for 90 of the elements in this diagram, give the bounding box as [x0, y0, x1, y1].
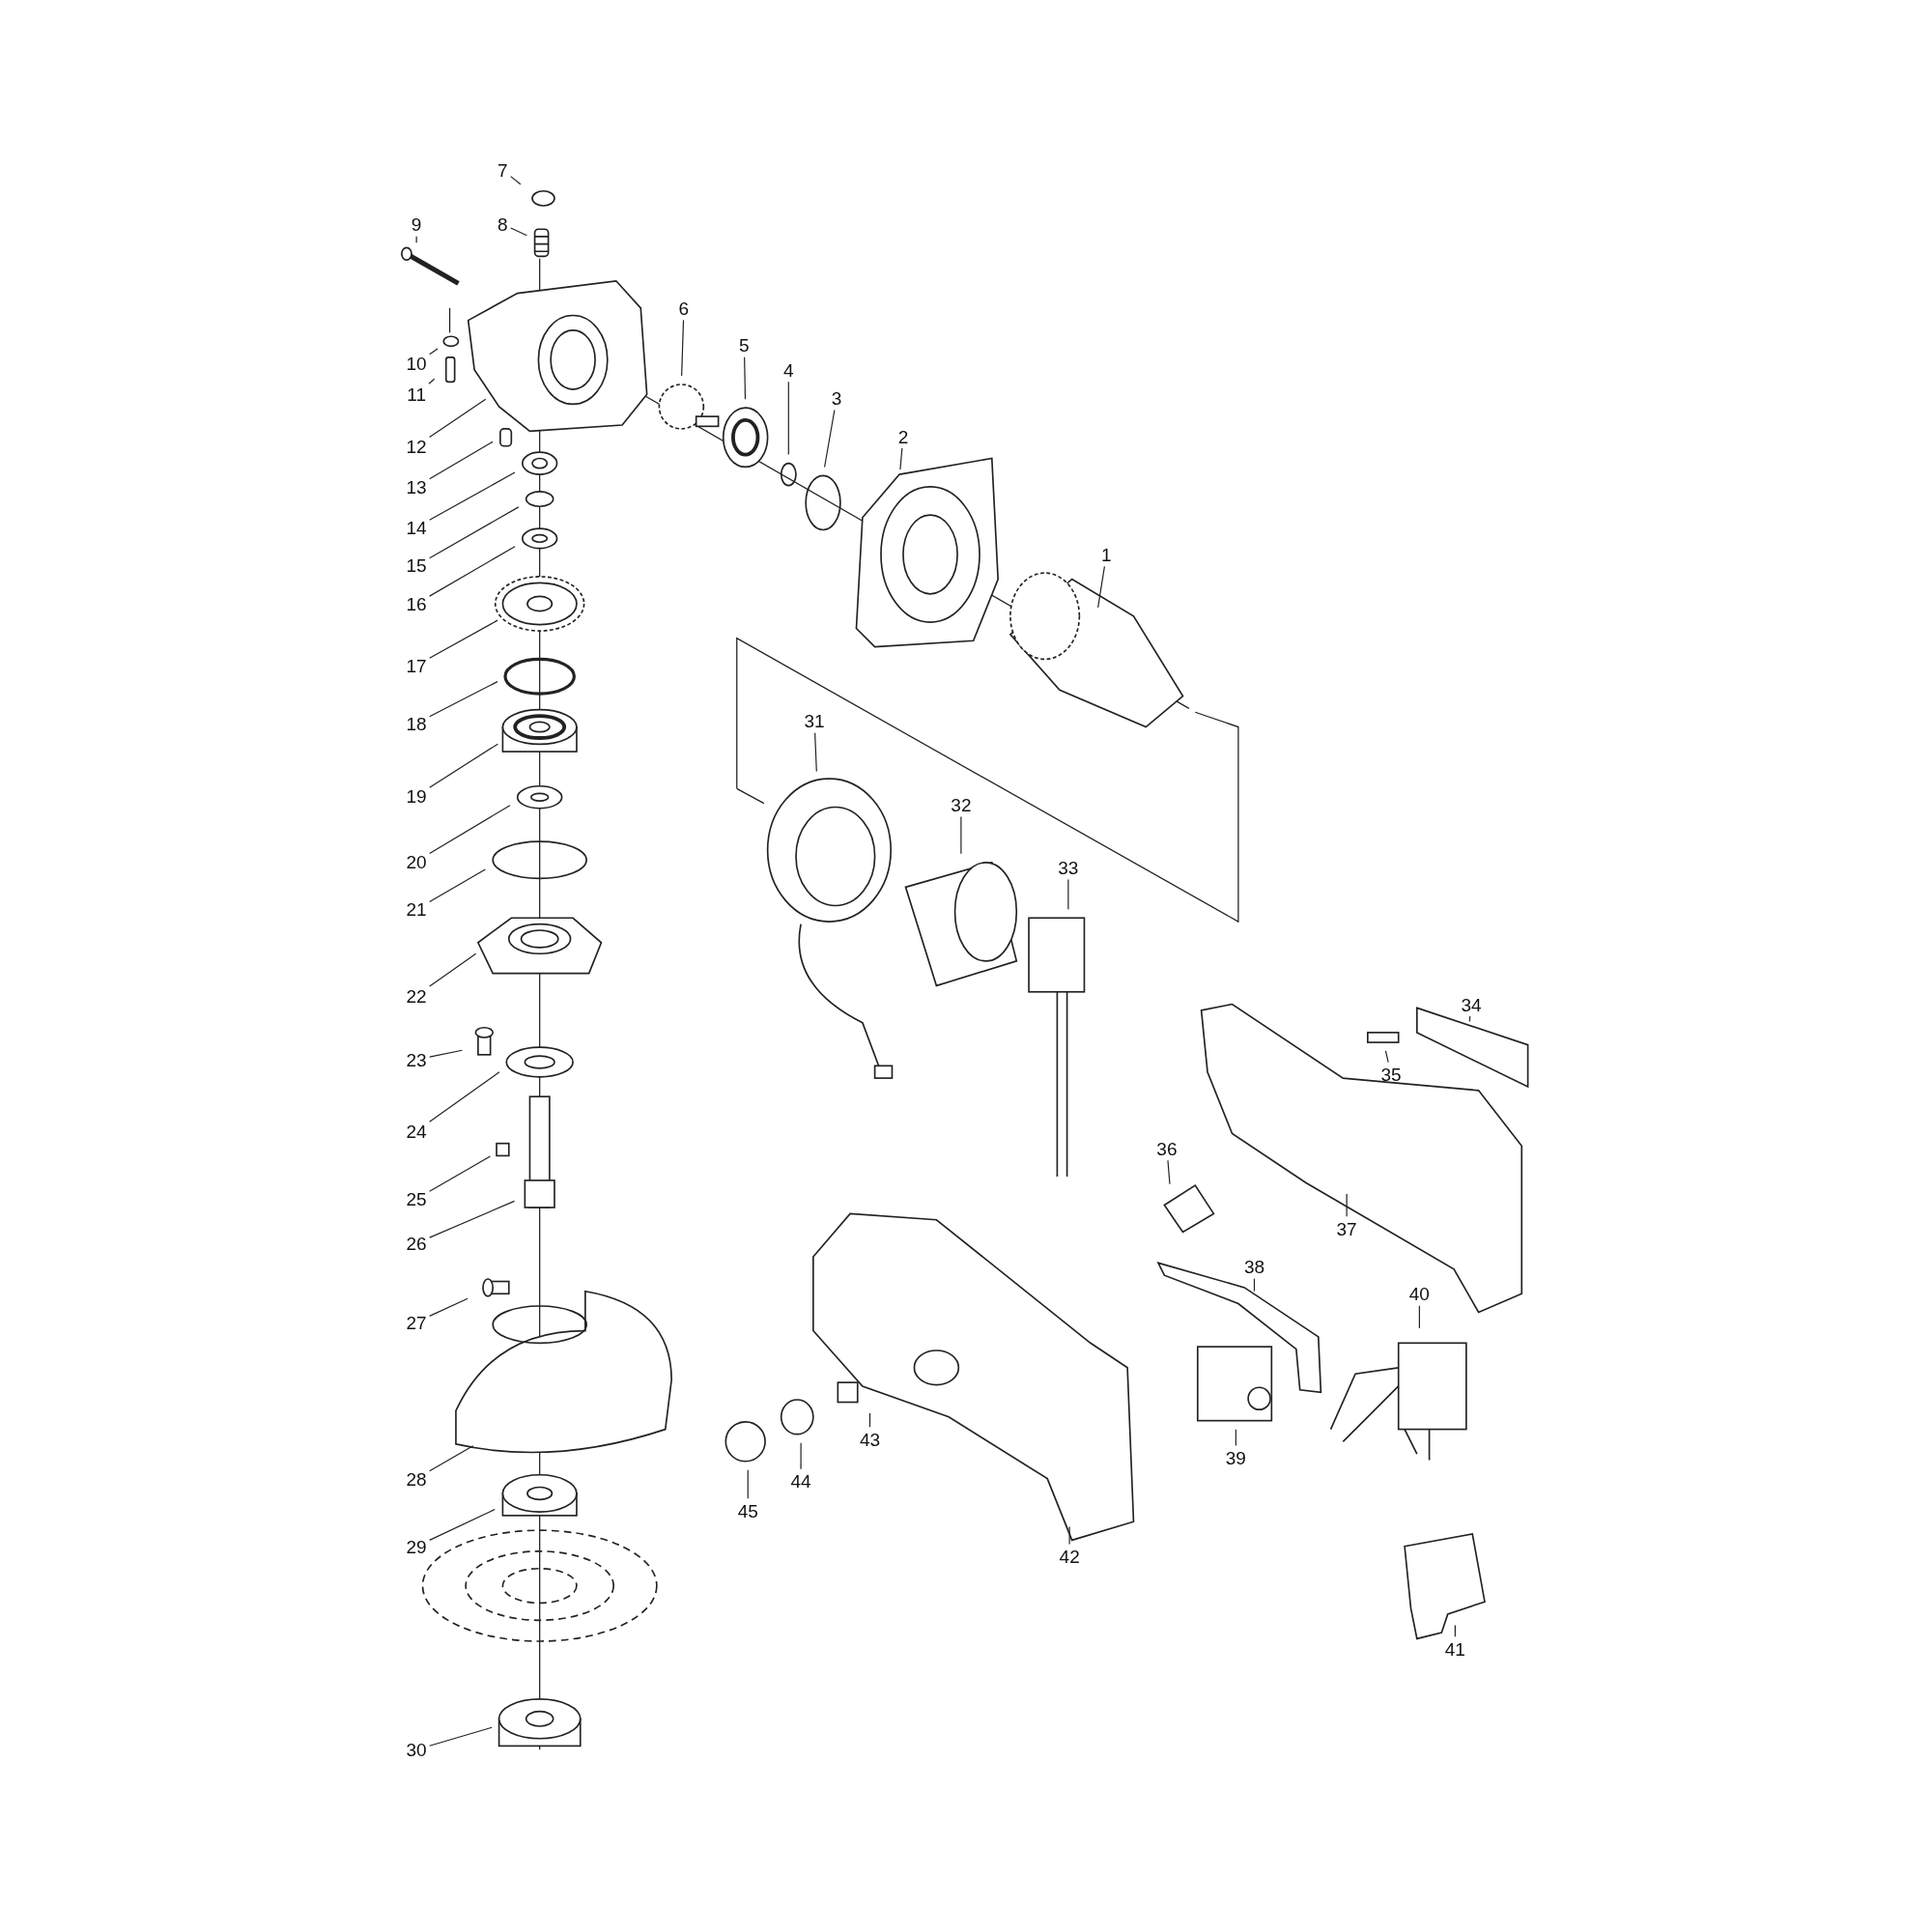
leader-line	[1253, 1278, 1256, 1293]
leader-line	[510, 227, 527, 237]
leader-line	[1468, 1015, 1471, 1022]
leader-line	[1068, 1525, 1070, 1546]
leader-line	[429, 681, 498, 718]
callout-number: 38	[1243, 1257, 1265, 1276]
callout-number: 5	[739, 335, 750, 355]
leader-line	[429, 1071, 500, 1122]
callout-number: 22	[406, 986, 427, 1006]
leader-line	[744, 356, 747, 400]
callout-number: 26	[406, 1234, 427, 1253]
callout-number: 6	[678, 298, 690, 318]
leader-line	[800, 1442, 802, 1470]
callout-number: 10	[406, 354, 427, 373]
leader-line	[429, 1200, 516, 1238]
leader-line	[1454, 1624, 1456, 1637]
callout-number: 9	[411, 214, 422, 234]
callout-number: 1	[1101, 545, 1112, 564]
callout-number: 20	[406, 852, 427, 871]
callout-number: 28	[406, 1469, 427, 1489]
leader-line	[429, 952, 477, 987]
callout-number: 4	[783, 360, 794, 380]
leader-line	[429, 619, 498, 659]
callout-number: 3	[831, 388, 842, 408]
leader-line	[681, 319, 685, 377]
callout-number: 33	[1058, 858, 1079, 877]
callout-number: 34	[1461, 995, 1482, 1014]
callout-number: 41	[1444, 1639, 1465, 1659]
leader-line	[429, 1445, 474, 1472]
leader-line	[429, 743, 498, 788]
callout-number: 13	[406, 477, 427, 497]
leader-line	[814, 732, 817, 772]
callout-number: 31	[804, 711, 825, 730]
callout-number: 7	[497, 160, 508, 180]
callout-number: 24	[406, 1122, 427, 1141]
leader-line	[1167, 1159, 1171, 1185]
leader-line	[429, 440, 494, 480]
leader-line	[1235, 1429, 1236, 1446]
callout-number: 18	[406, 714, 427, 733]
callout-number: 39	[1225, 1448, 1246, 1467]
callout-number: 21	[406, 899, 427, 919]
callout-number: 27	[406, 1313, 427, 1332]
leader-line	[429, 1297, 469, 1317]
leader-line	[787, 381, 789, 456]
callout-number: 16	[406, 594, 427, 613]
callout-number: 32	[951, 795, 972, 814]
leader-line	[429, 1508, 496, 1541]
callout-number: 29	[406, 1537, 427, 1556]
callout-number: 23	[406, 1050, 427, 1069]
callout-number: 8	[497, 214, 508, 234]
callout-number: 42	[1059, 1547, 1080, 1566]
callout-number: 19	[406, 786, 427, 806]
callout-number: 36	[1156, 1139, 1178, 1158]
leader-line	[429, 348, 439, 355]
leader-line	[824, 409, 836, 469]
leader-line	[429, 805, 511, 855]
leader-line	[747, 1469, 749, 1499]
leader-line	[960, 815, 962, 855]
leader-line	[429, 398, 487, 439]
leader-line	[415, 236, 417, 243]
leader-line	[428, 378, 436, 384]
leader-line	[899, 447, 903, 470]
callout-number: 43	[859, 1430, 881, 1449]
callout-number: 11	[407, 384, 426, 404]
callout-number: 2	[897, 427, 909, 445]
callout-number: 40	[1408, 1284, 1430, 1303]
leader-line	[1418, 1305, 1420, 1329]
leader-line	[868, 1412, 871, 1428]
callout-number: 14	[406, 518, 427, 537]
leader-line	[429, 1049, 464, 1058]
leader-line	[1346, 1193, 1348, 1217]
leader-line	[510, 176, 522, 185]
callout-number: 44	[790, 1471, 811, 1491]
callout-number: 45	[737, 1501, 758, 1520]
leader-line	[429, 1155, 492, 1192]
callout-number: 30	[406, 1740, 427, 1759]
leader-line	[1097, 565, 1105, 609]
callout-number: 35	[1380, 1065, 1402, 1084]
callout-number: 17	[406, 656, 427, 675]
leader-line	[429, 506, 520, 559]
leader-line	[1384, 1050, 1389, 1064]
leader-line	[429, 1726, 493, 1747]
callout-number: 15	[406, 555, 427, 575]
leader-line	[1067, 878, 1069, 910]
leader-line	[429, 868, 487, 903]
callout-number: 12	[406, 437, 427, 456]
callout-number: 37	[1336, 1219, 1357, 1238]
leader-line	[429, 546, 516, 597]
callout-number: 25	[406, 1189, 427, 1208]
leader-line	[429, 471, 516, 521]
